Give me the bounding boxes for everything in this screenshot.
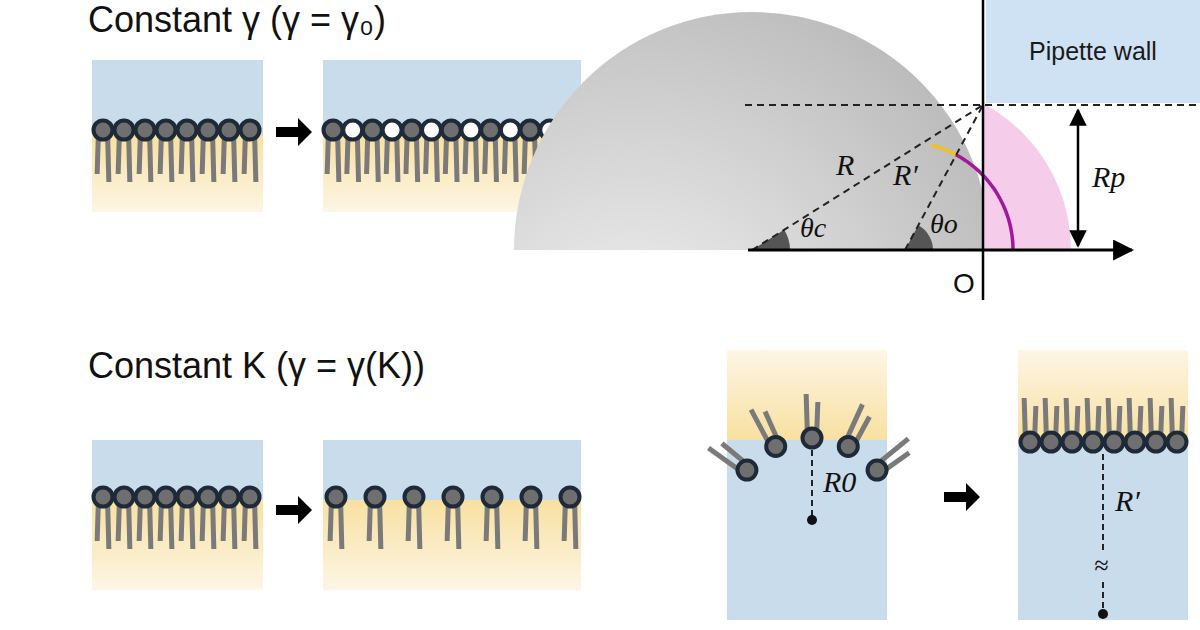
process-arrow <box>276 118 312 146</box>
interface-panel <box>1018 350 1188 620</box>
break-mark: ≈ <box>1094 553 1108 579</box>
lipid-head <box>178 488 197 507</box>
origin-label: O <box>953 270 975 298</box>
lipid-head <box>220 121 239 140</box>
radius-label: R0 <box>823 467 856 497</box>
lipid-head <box>766 437 785 456</box>
lipid-head <box>115 121 134 140</box>
lipid-head <box>442 121 461 140</box>
lipid-head <box>178 121 197 140</box>
lipid-head <box>220 488 239 507</box>
lipid-head <box>157 121 176 140</box>
lipid-head <box>803 429 822 448</box>
lipid-head <box>561 488 580 507</box>
lipid-head <box>481 121 500 140</box>
lipid-head <box>483 488 502 507</box>
lipid-head <box>241 488 260 507</box>
lipid-head <box>136 121 155 140</box>
process-arrow <box>276 496 312 524</box>
lipid-head <box>422 121 441 140</box>
lipid-head <box>1147 433 1166 452</box>
radius-label: R′ <box>1115 486 1140 516</box>
lipid-head <box>199 488 218 507</box>
lipid-head <box>199 121 218 140</box>
angle-label: θo <box>930 210 958 238</box>
wall-band: Pipette wall <box>986 0 1200 103</box>
interface-panel <box>323 440 581 590</box>
lipid-head <box>1042 433 1061 452</box>
lipid-head <box>241 121 260 140</box>
radius-label: R′ <box>893 160 918 190</box>
lipid-head <box>868 461 887 480</box>
panel-heading: Constant K (γ = γ(K)) <box>88 348 425 384</box>
lipid-head <box>343 121 362 140</box>
lipid-head <box>324 121 343 140</box>
lipid-head <box>1126 433 1145 452</box>
lipid-head <box>1168 433 1187 452</box>
lipid-head <box>1105 433 1124 452</box>
lipid-head <box>402 121 421 140</box>
interface-panel <box>708 350 909 620</box>
lipid-head <box>157 488 176 507</box>
lipid-head <box>383 121 402 140</box>
wall-label: Pipette wall <box>1018 37 1168 66</box>
pipette-geometry <box>514 0 1200 488</box>
interface-panel <box>92 60 263 212</box>
lipid-head <box>737 461 756 480</box>
panel-heading: Constant γ (γ = γ₀) <box>88 2 386 38</box>
angle-label: θc <box>800 214 826 242</box>
process-arrow <box>944 483 980 511</box>
lipid-head <box>363 121 382 140</box>
lipid-head <box>136 488 155 507</box>
lipid-head <box>444 488 463 507</box>
lipid-head <box>461 121 480 140</box>
lipid-head <box>522 488 541 507</box>
lipid-head <box>94 488 113 507</box>
lipid-head <box>521 121 540 140</box>
lipid-head <box>1021 433 1040 452</box>
lipid-head <box>839 437 858 456</box>
lipid-head <box>501 121 520 140</box>
lipid-head <box>94 121 113 140</box>
lipid-head <box>327 488 346 507</box>
lipid-head <box>115 488 134 507</box>
lipid-head <box>366 488 385 507</box>
radius-label: R <box>836 150 854 180</box>
lipid-head <box>1063 433 1082 452</box>
lipid-head <box>1084 433 1103 452</box>
lipid-head <box>405 488 424 507</box>
interface-panel <box>92 440 263 590</box>
radius-label: Rp <box>1092 162 1125 192</box>
